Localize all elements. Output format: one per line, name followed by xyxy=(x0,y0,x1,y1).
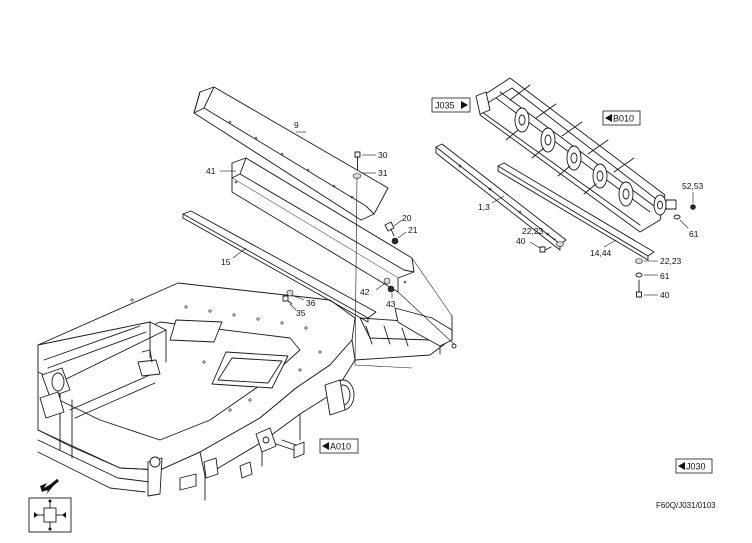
callout-14-44: 14,44 xyxy=(590,248,612,258)
part-1-3-strip xyxy=(435,143,567,251)
nut-52-53 xyxy=(690,204,696,210)
arrow-left-icon xyxy=(678,462,685,470)
svg-text:J035: J035 xyxy=(435,101,455,111)
callout-52-53: 52,53 xyxy=(682,181,704,191)
bolt-35 xyxy=(282,295,293,305)
washer-61b xyxy=(673,214,681,220)
part-14-44-strip xyxy=(497,162,655,261)
callout-42: 42 xyxy=(360,287,370,297)
bolt-40a xyxy=(539,246,552,253)
arrow-left-icon xyxy=(605,114,612,122)
callout-1-3: 1,3 xyxy=(478,202,490,212)
bolt-40b xyxy=(636,279,642,298)
ref-b010[interactable]: B010 xyxy=(602,110,641,126)
left-cylinder xyxy=(39,367,71,419)
bolt-30 xyxy=(354,151,361,171)
chopper-rotor xyxy=(475,77,677,233)
washer-61a xyxy=(635,272,643,278)
callout-40-right: 40 xyxy=(660,290,670,300)
part-41-channel xyxy=(231,157,415,293)
machine-view-icon xyxy=(28,497,72,533)
svg-text:A010: A010 xyxy=(330,442,351,452)
arrow-right-icon xyxy=(461,101,468,109)
bolt-holes xyxy=(130,298,322,412)
arrow-left-icon xyxy=(322,442,329,450)
part-9-cover xyxy=(193,86,389,221)
callout-21: 21 xyxy=(408,225,418,235)
callout-30: 30 xyxy=(378,150,388,160)
drawing-code: F60Q/J031/0103 xyxy=(656,501,716,510)
washer-31 xyxy=(352,173,362,179)
callout-36: 36 xyxy=(306,298,316,308)
callout-61-lower: 61 xyxy=(660,271,670,281)
washer-22-23 xyxy=(556,241,564,247)
ref-j030[interactable]: J030 xyxy=(675,458,713,474)
washer-22-23b xyxy=(635,258,643,264)
end-plate xyxy=(394,307,453,355)
callout-9: 9 xyxy=(294,120,299,130)
washer-36 xyxy=(286,289,294,297)
callout-15: 15 xyxy=(221,257,231,267)
callouts: 9 30 31 41 20 21 15 42 43 36 35 1,3 22,2… xyxy=(206,120,704,318)
callout-22-23-left: 22,23 xyxy=(522,226,544,236)
svg-text:J030: J030 xyxy=(686,462,706,472)
callout-35: 35 xyxy=(296,308,306,318)
ref-j035[interactable]: J035 xyxy=(431,97,471,113)
front-brackets xyxy=(147,427,305,497)
round-port xyxy=(324,379,355,416)
bolt-20 xyxy=(384,221,395,237)
nut-43 xyxy=(387,285,395,293)
callout-40-left: 40 xyxy=(516,236,526,246)
callout-22-23-right: 22,23 xyxy=(660,256,682,266)
svg-text:B010: B010 xyxy=(613,114,634,124)
callout-31: 31 xyxy=(378,168,388,178)
deck-opening xyxy=(211,351,289,389)
washer-42 xyxy=(383,277,391,285)
direction-arrow-icon xyxy=(40,478,59,495)
deck-opening xyxy=(169,319,223,343)
callout-43: 43 xyxy=(386,299,396,309)
rotor-drums xyxy=(514,107,634,207)
callout-61-upper: 61 xyxy=(689,229,699,239)
callout-41: 41 xyxy=(206,166,216,176)
part-15-strip xyxy=(182,210,377,323)
callout-20: 20 xyxy=(402,213,412,223)
nut-21 xyxy=(391,237,399,245)
machine-frame xyxy=(37,282,451,501)
rotor-shaft-end xyxy=(653,194,667,216)
ref-a010[interactable]: A010 xyxy=(319,438,359,454)
